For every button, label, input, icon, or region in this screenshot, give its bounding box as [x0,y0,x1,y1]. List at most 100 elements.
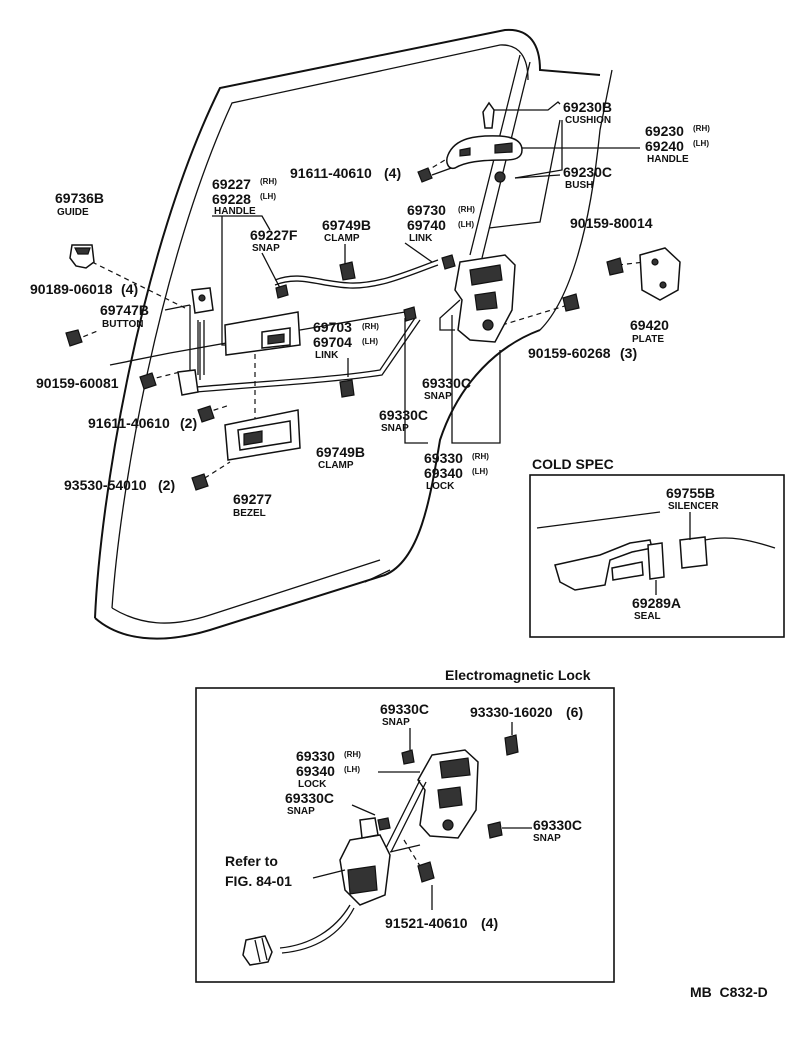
screw-guide-qty: (4) [121,281,138,297]
labels: 69230B CUSHION 69230 (RH) 69240 (LH) HAN… [30,99,710,519]
em-screw-part: 93330-16020 [470,704,553,720]
em-screw-qty: (6) [566,704,583,720]
handle-outer-rh: 69230 [645,123,684,139]
link-top-lh: 69740 [407,217,446,233]
button-name: BUTTON [102,319,143,330]
seal-part: 69289A [632,595,681,611]
screw-top-qty: (4) [384,165,401,181]
clamp-bot-shape [339,379,355,398]
em-snap-right-part: 69330C [533,817,582,833]
em-bolt-shape [417,861,435,883]
link-mid-lh: 69704 [313,334,352,350]
link-mid-rh: 69703 [313,319,352,335]
parts [65,101,681,491]
plate-shape [639,247,681,301]
screw-mid-shape [197,405,215,423]
bolt-plate-part: 90159-80014 [570,215,653,231]
figure-code: MB C832-D [690,984,768,1000]
cushion-part: 69230B [563,99,612,115]
handle-inner-rh-tag: (RH) [260,177,277,186]
snap-f-name: SNAP [252,243,280,254]
plate-part: 69420 [630,317,669,333]
bolt-button-shape [139,372,157,390]
snap-f-shape [275,284,289,299]
screw-bezel-shape [191,473,209,491]
bolt-lock-shape [562,293,580,312]
handle-inner-lh-tag: (LH) [260,192,276,201]
link-top-name: LINK [409,233,433,244]
em-bolt-part: 91521-40610 [385,915,468,931]
clamp-bot-name: CLAMP [318,460,354,471]
bezel-name: BEZEL [233,508,266,519]
em-snap-left-part: 69330C [285,790,334,806]
screw-bezel-qty: (2) [158,477,175,493]
handle-inner-rh: 69227 [212,176,251,192]
bolt-plate-shape [606,257,624,276]
cushion-name: CUSHION [565,115,611,126]
cold-spec-bracket-shape [554,539,653,591]
link-mid-rh-tag: (RH) [362,322,379,331]
cold-spec-title: COLD SPEC [532,456,614,472]
guide-name: GUIDE [57,207,89,218]
door-outline [94,28,613,640]
lock-lh: 69340 [424,465,463,481]
snap-c2-name: SNAP [381,423,409,434]
em-refer-line2: FIG. 84-01 [225,873,292,889]
em-lock-lh-tag: (LH) [344,765,360,774]
screw-bezel-part: 93530-54010 [64,477,147,493]
em-snap-left-name: SNAP [287,806,315,817]
snap-c1-name: SNAP [424,391,452,402]
clamp-top-name: CLAMP [324,233,360,244]
screw-top-part: 91611-40610 [290,165,372,181]
clamp-bot-part: 69749B [316,444,365,460]
em-snap-top-name: SNAP [382,717,410,728]
link-top-rh-tag: (RH) [458,205,475,214]
bush-name: BUSH [565,180,593,191]
cushion-shape [482,101,495,129]
bezel-part: 69277 [233,491,272,507]
em-snap-top-shape [401,749,415,765]
silencer-name: SILENCER [668,501,719,512]
screw-guide-shape [65,329,83,347]
silencer-part: 69755B [666,485,715,501]
em-lock-rh-tag: (RH) [344,750,361,759]
em-lock-name: LOCK [298,779,327,790]
bush-shape [494,171,506,183]
link-mid-lh-tag: (LH) [362,337,378,346]
link-top-lh-tag: (LH) [458,220,474,229]
link-mid-name: LINK [315,350,339,361]
seal-name: SEAL [634,611,661,622]
em-lock-title: Electromagnetic Lock [445,667,591,683]
handle-outer-lh: 69240 [645,138,684,154]
clamp-top-shape [339,261,356,281]
snap-c2-part: 69330C [379,407,428,423]
handle-inner-lh: 69228 [212,191,251,207]
em-refer-line1: Refer to [225,853,278,869]
button-part: 69747B [100,302,149,318]
em-snap-right-name: SNAP [533,833,561,844]
handle-outer-lh-tag: (LH) [693,139,709,148]
em-lock-rh: 69330 [296,748,335,764]
guide-part: 69736B [55,190,104,206]
em-screw-shape [504,734,519,756]
snap-f-part: 69227F [250,227,298,243]
screw-mid-qty: (2) [180,415,197,431]
em-snap-right-shape [487,821,503,839]
screw-guide-part: 90189-06018 [30,281,113,297]
plate-name: PLATE [632,334,664,345]
seal-shape [647,542,665,580]
screw-top-shape [417,167,433,183]
bolt-lock-part: 90159-60268 [528,345,611,361]
lock-rh: 69330 [424,450,463,466]
handle-outer-name: HANDLE [647,154,689,165]
em-lock-panel: Electromagnetic Lock [195,667,615,983]
em-snap-top-part: 69330C [380,701,429,717]
screw-mid-part: 91611-40610 [88,415,170,431]
leader-lines [74,101,646,484]
bolt-button-part: 90159-60081 [36,375,119,391]
lock-lh-tag: (LH) [472,467,488,476]
silencer-shape [679,536,708,569]
snap-c1-part: 69330C [422,375,471,391]
em-bolt-qty: (4) [481,915,498,931]
